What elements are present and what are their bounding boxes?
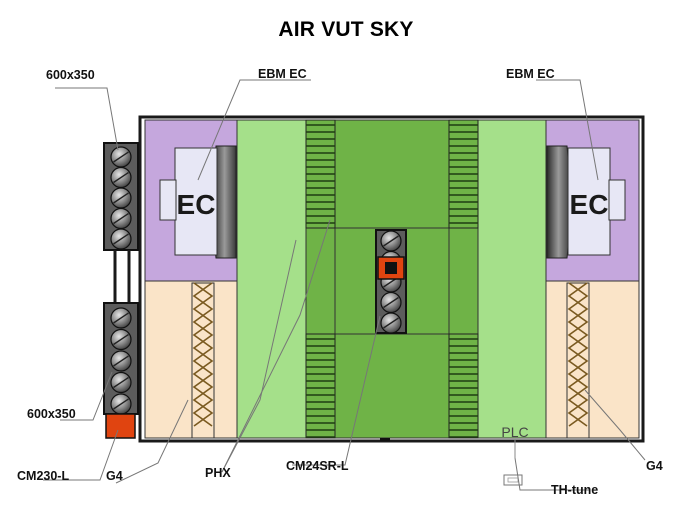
bypass-actuator-label: CM24SR-L	[286, 459, 349, 473]
fan-model-label-right: EBM EC	[506, 67, 555, 81]
ec-fan-right: EC	[546, 145, 626, 259]
damper-bottom-left	[103, 302, 139, 415]
filter-label-left: G4	[106, 469, 123, 483]
fan-model-label-left: EBM EC	[258, 67, 307, 81]
damper-size-label-bottom: 600x350	[27, 407, 76, 421]
filter-section-left	[144, 280, 238, 439]
controller-kit-label: TH-tune	[551, 483, 598, 497]
heat-exchanger-label: PHX	[205, 466, 231, 480]
filter-label-right: G4	[646, 459, 663, 473]
ec-motor-label-right: EC	[570, 189, 609, 220]
filter-section-right	[545, 280, 640, 439]
leader-lines	[43, 79, 646, 491]
heat-exchanger-plates	[305, 119, 479, 439]
actuator-label-left: CM230-L	[17, 469, 69, 483]
plc-label: PLC	[501, 424, 528, 440]
heat-exchanger-inlet-left	[236, 119, 307, 439]
heat-exchanger-center	[334, 119, 450, 439]
filter-panels	[191, 282, 590, 439]
ec-fan-left: EC	[159, 145, 237, 259]
th-tune-panel	[503, 474, 523, 486]
heat-exchanger-inlet-right	[477, 119, 547, 439]
damper-top-left	[103, 142, 139, 251]
bypass-damper	[375, 229, 407, 334]
ec-motor-label-left: EC	[177, 189, 216, 220]
diagram-title: AIR VUT SKY	[278, 18, 414, 41]
damper-size-label-top: 600x350	[46, 68, 95, 82]
actuator-cm230-l	[105, 413, 136, 439]
